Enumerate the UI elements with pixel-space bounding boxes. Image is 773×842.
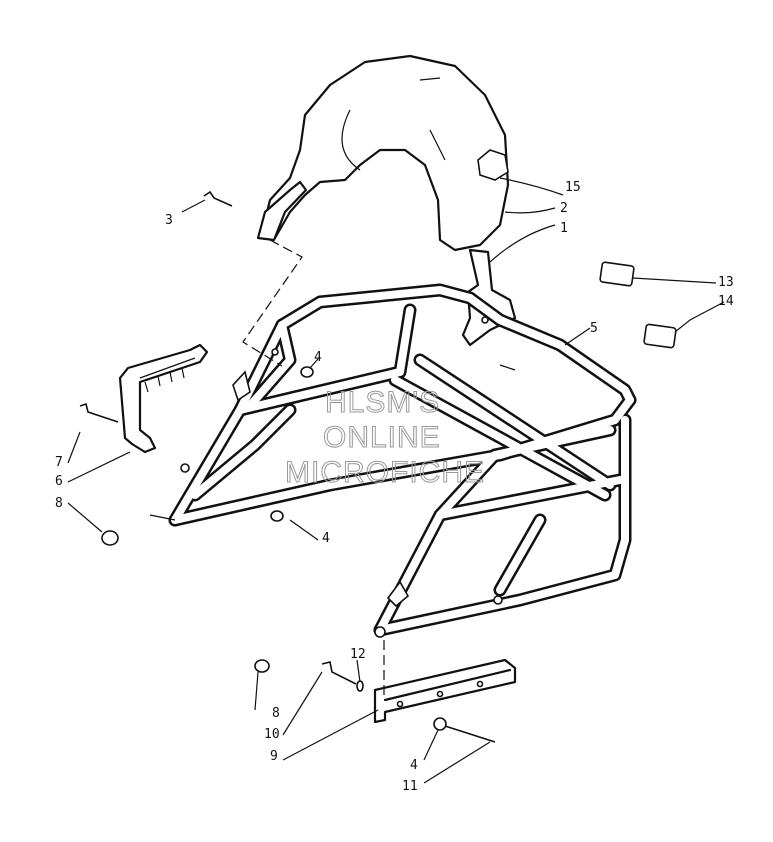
- watermark-line-2: ONLINE: [323, 421, 441, 454]
- watermark-line-3: MICROFICHE: [285, 456, 485, 489]
- callout-10: 10: [264, 727, 280, 742]
- callout-4-lower: 4: [410, 758, 418, 773]
- callout-4-upper: 4: [314, 350, 322, 365]
- leader-lines: [67, 177, 725, 784]
- callout-12: 12: [350, 647, 366, 662]
- grab-handle: [118, 343, 209, 454]
- callout-11: 11: [402, 779, 418, 794]
- callout-1: 1: [560, 221, 568, 236]
- callout-9: 9: [270, 749, 278, 764]
- callout-6: 6: [55, 474, 63, 489]
- hinge-plate: [373, 658, 517, 724]
- callout-3: 3: [165, 213, 173, 228]
- label-badge: [477, 149, 509, 181]
- watermark-line-1: HLSM'S: [325, 386, 440, 419]
- rack-frame: [168, 283, 637, 638]
- callouts: 3 15 2 1 13 14 5 4 7 6 8 4 12 8 10 9 4 1…: [55, 180, 734, 794]
- callout-8-lower: 8: [272, 706, 280, 721]
- callout-13: 13: [718, 275, 734, 290]
- callout-14: 14: [718, 294, 734, 309]
- callout-7: 7: [55, 455, 63, 470]
- callout-4-middle: 4: [322, 531, 330, 546]
- backrest-pad: [260, 54, 510, 252]
- callout-15: 15: [565, 180, 581, 195]
- callout-5: 5: [590, 321, 598, 336]
- watermark: HLSM'S ONLINE MICROFICHE: [285, 386, 485, 490]
- hardware: [79, 190, 677, 743]
- callout-8-upper: 8: [55, 496, 63, 511]
- callout-2: 2: [560, 201, 568, 216]
